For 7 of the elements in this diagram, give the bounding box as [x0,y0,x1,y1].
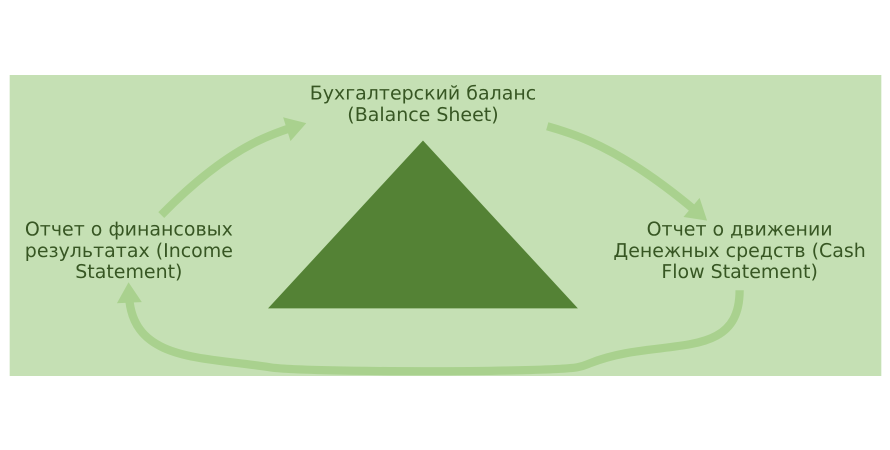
arrow [158,116,306,218]
arrow [116,282,744,375]
node-text: Отчет о движении Денежных средств (Cash Flow Statement) [612,218,866,283]
arrow [546,122,707,220]
node-text: Бухгалтерский баланс (Balance Sheet) [309,82,536,126]
node-text: Отчет о финансовых результатах (Income Statement) [24,218,232,283]
node-triangle [268,140,578,308]
